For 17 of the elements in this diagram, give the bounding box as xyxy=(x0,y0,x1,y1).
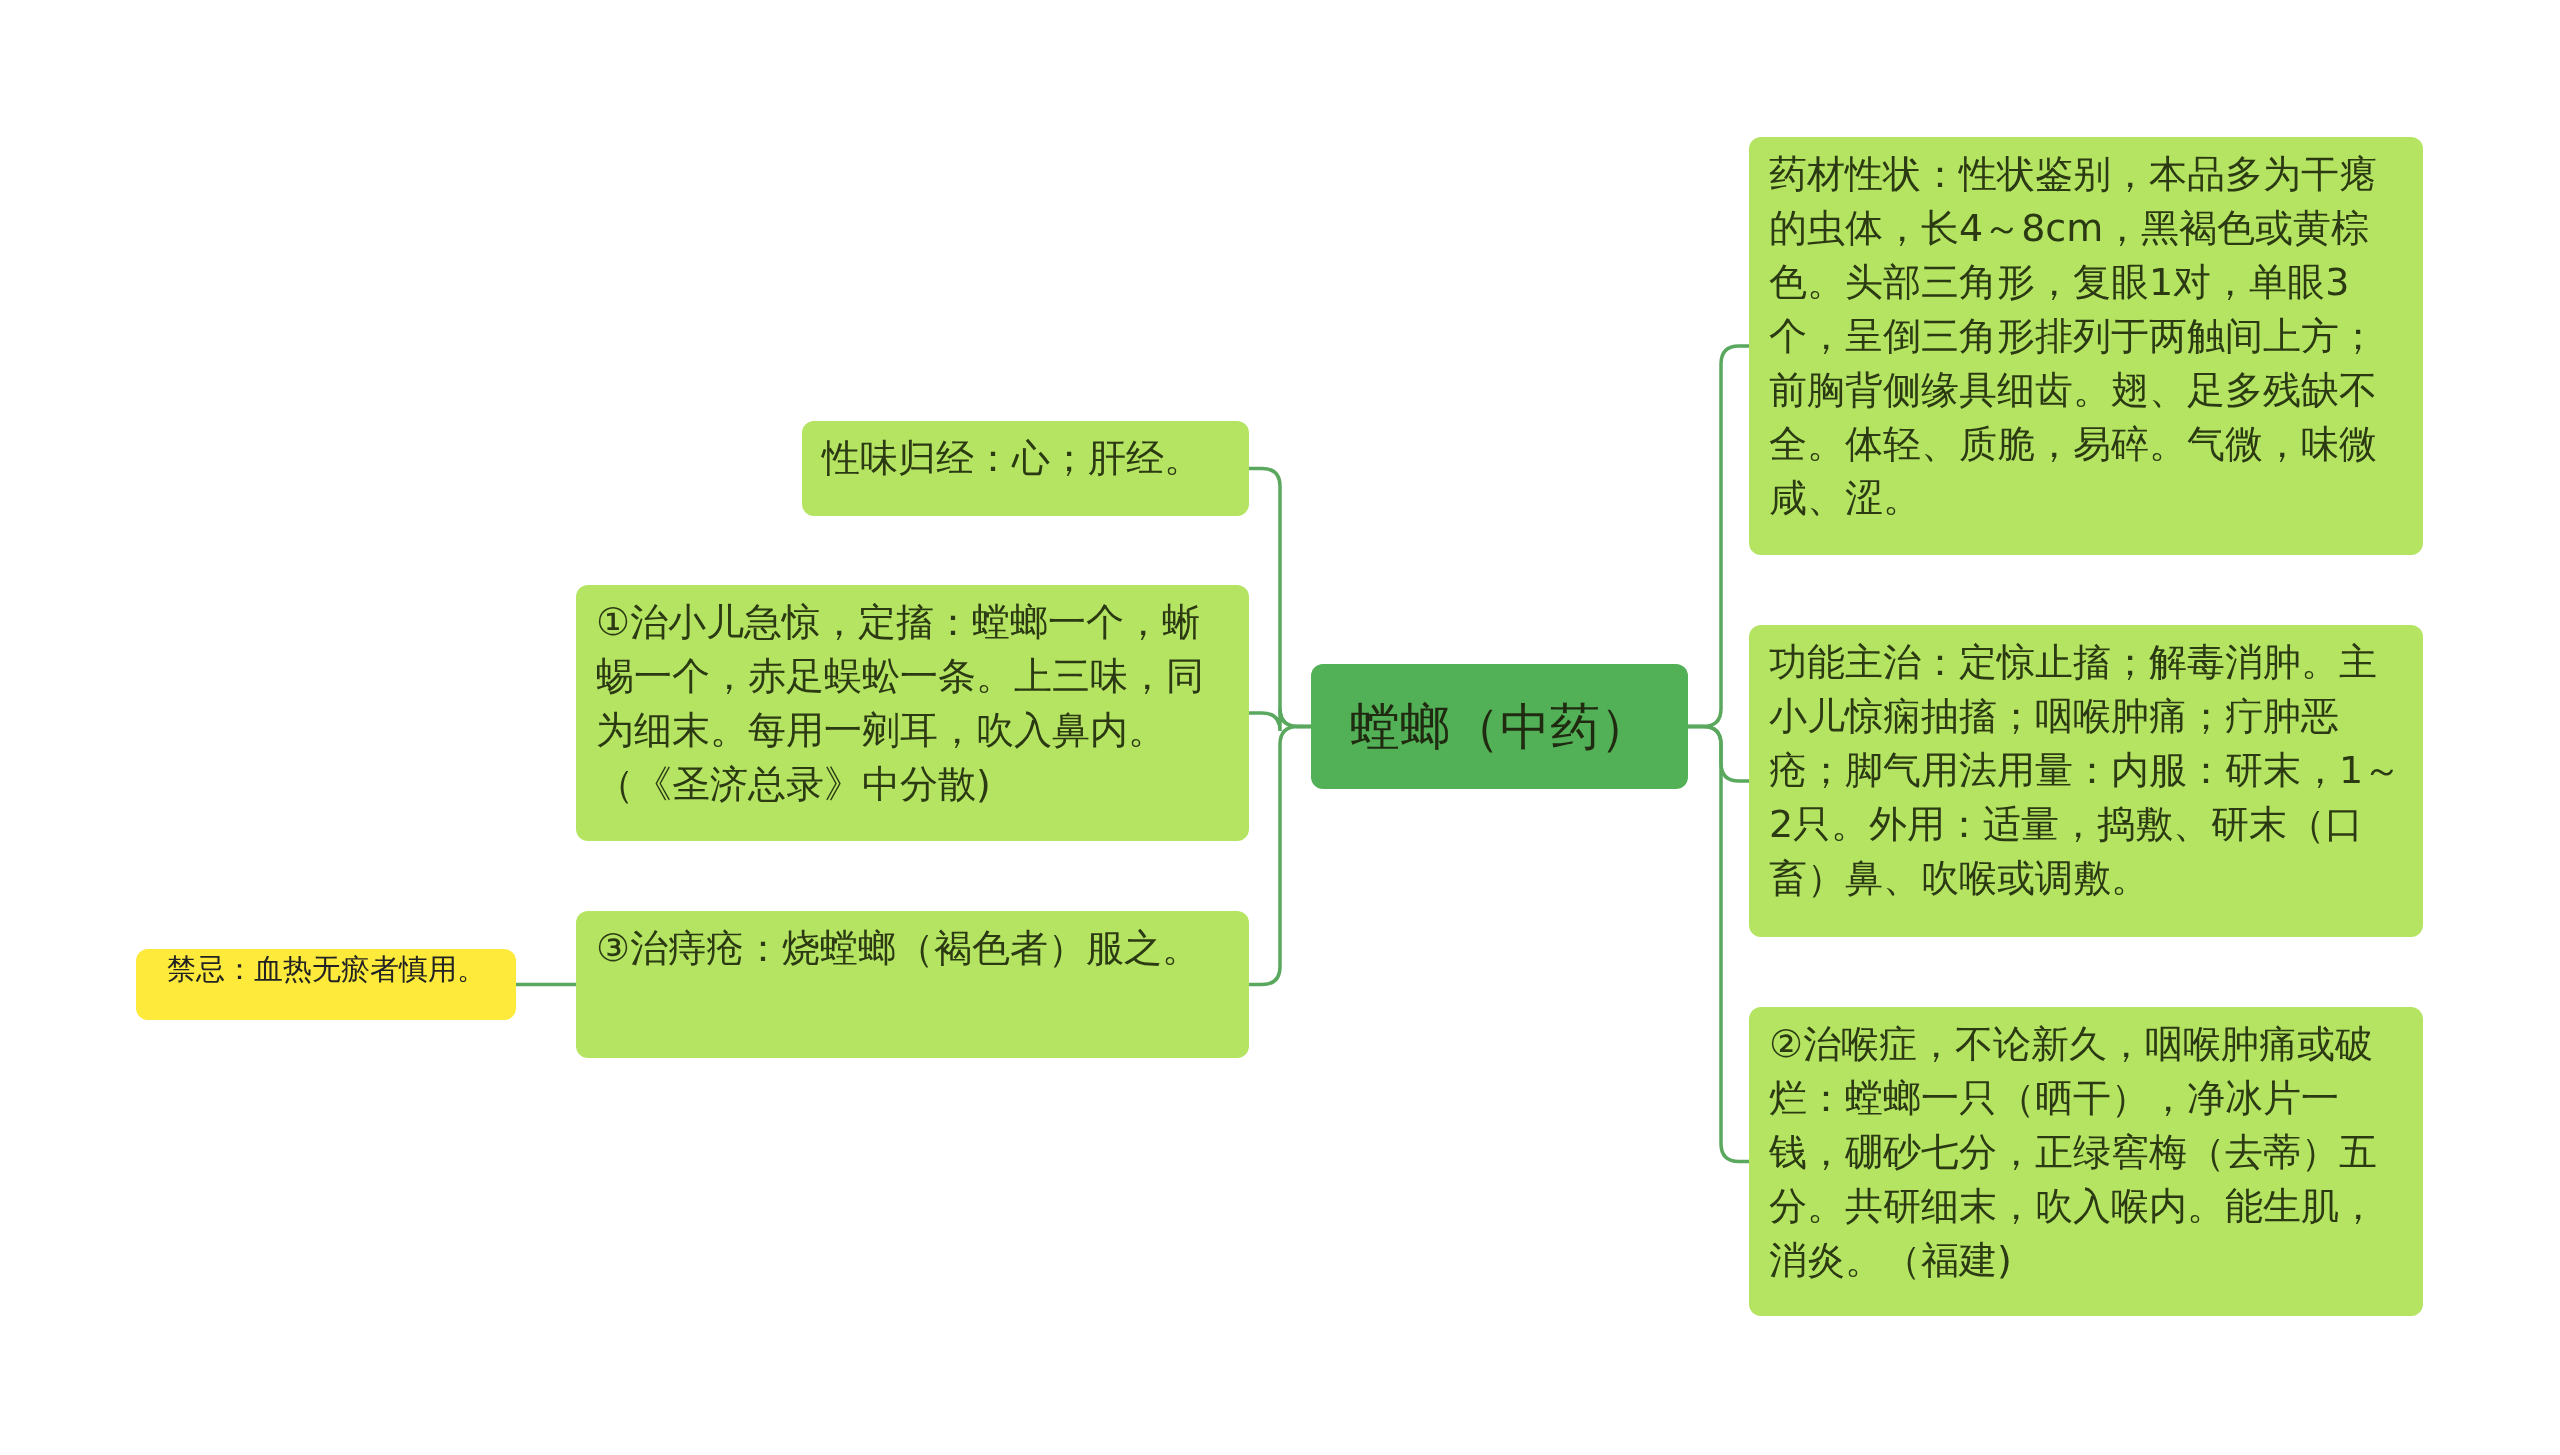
branch-box xyxy=(1749,137,2423,555)
node-text: ①治小儿急惊，定搐：螳螂一个，蜥蜴一个，赤足蜈蚣一条。上三味，同为细末。每用一剜耳，吹入鼻内。（《圣济总录》中分散) xyxy=(596,599,1205,808)
node-text: 功能主治：定惊止搐；解毒消肿。主小儿惊痫抽搐；咽喉肿痛；疔肿恶疮；脚气用法用量：内服：研末，1～2只。外用：适量，捣敷、研末（口畜）鼻、吹喉或调敷。 xyxy=(1769,639,2403,902)
node-text: 药材性状：性状鉴别，本品多为干瘪的虫体，长4～8cm，黑褐色或黄棕色。头部三角形，复眼1对，单眼3个，呈倒三角形排列于两触间上方；前胸背侧缘具细齿。翅、足多残缺不全。体轻、质脆，易碎。气微，味微咸、涩。 xyxy=(1769,151,2378,522)
branch-box xyxy=(802,421,1249,516)
branch-box xyxy=(576,585,1249,841)
connector-line xyxy=(516,982,576,987)
node-text: 螳螂（中药） xyxy=(1349,696,1650,757)
node-text: 性味归经：心；肝经。 xyxy=(822,435,1202,482)
node-text: ②治喉症，不论新久，咽喉肿痛或破烂：螳螂一只（晒干），净冰片一钱，硼砂七分，正绿窖梅（去蒂）五分。共研细末，吹入喉内。能生肌，消炎。（福建) xyxy=(1769,1021,2378,1284)
node-text: 禁忌：血热无瘀者慎用。 xyxy=(166,951,486,988)
note-box xyxy=(136,949,516,1020)
topic-box xyxy=(1311,664,1688,789)
branch-box xyxy=(576,911,1249,1058)
node-text: ③治痔疮：烧螳螂（褐色者）服之。 xyxy=(596,925,1201,972)
branch-box xyxy=(1749,625,2423,937)
branch-box xyxy=(1749,1007,2423,1316)
